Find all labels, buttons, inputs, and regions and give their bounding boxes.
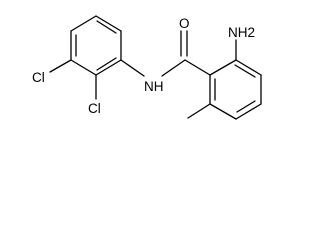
ring-n-bond <box>120 59 145 77</box>
ring-bond <box>95 15 122 32</box>
ring-bond <box>209 103 237 120</box>
dichlorophenyl-ring <box>70 15 122 76</box>
ring-double-bond <box>234 64 256 78</box>
ring-bond <box>70 15 97 32</box>
carbonyl-oxygen-label: O <box>179 16 190 31</box>
amide-nh-label: NH <box>144 79 164 94</box>
aminomethylphenyl-ring <box>209 59 262 120</box>
ring-double-bond <box>96 20 117 34</box>
chlorine-lower-label: Cl <box>88 101 101 116</box>
molecule-canvas: NH2 NH O Cl Cl <box>32 15 262 120</box>
amine-label: NH2 <box>228 25 255 40</box>
ring-bond <box>95 59 122 76</box>
ring-bond <box>235 103 262 120</box>
chlorine-upper-label: Cl <box>32 70 45 85</box>
n-carbonyl-bond <box>161 59 186 77</box>
molecule-structure: NH2 NH O Cl Cl <box>32 15 262 120</box>
carbonyl-ring-bond <box>184 59 211 76</box>
ring-double-bond <box>96 57 117 71</box>
methyl-bond <box>187 103 211 119</box>
ring-bond <box>235 59 262 76</box>
c-cl-bond-upper <box>49 59 72 73</box>
ring-double-bond <box>236 100 256 113</box>
ring-bond <box>209 59 237 76</box>
ring-bond <box>70 59 97 76</box>
